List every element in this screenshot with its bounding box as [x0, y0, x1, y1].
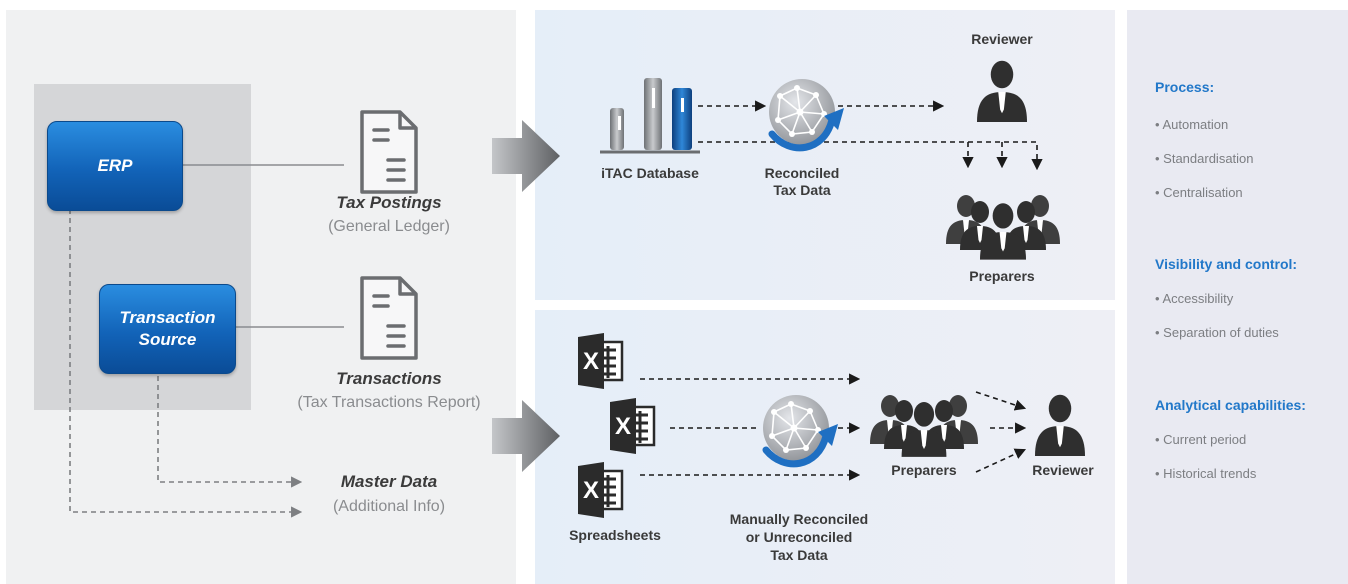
reconciled-label-line-1: Reconciled	[764, 165, 840, 181]
reconciled-globe-icon	[769, 79, 844, 148]
preparers-label: Preparers	[969, 268, 1035, 284]
transactions-subtitle: (Tax Transactions Report)	[297, 394, 481, 411]
benefits-panel	[1127, 10, 1348, 584]
reviewer-label: Reviewer	[971, 31, 1033, 47]
manual-reconciled-line-1: Manually Reconciled	[729, 511, 869, 527]
manual-reconciled-line-2: or Unreconciled	[745, 529, 853, 545]
preparers-to-reviewer-arrow-3	[975, 448, 1027, 473]
bottom-preparers-label: Preparers	[891, 462, 957, 478]
bottom-reviewer-label: Reviewer	[1032, 462, 1094, 478]
transaction-to-master-data-line	[157, 376, 303, 488]
benefit-item-centralisation: • Centralisation	[1155, 185, 1243, 200]
tax-postings-subtitle: (General Ledger)	[328, 218, 450, 235]
transaction-source-button[interactable]: Transaction Source	[99, 284, 236, 374]
erp-to-master-data-line	[69, 209, 303, 518]
benefit-item-automation: • Automation	[1155, 117, 1229, 132]
itac-database-icon	[600, 78, 700, 154]
master-data-subtitle: (Additional Info)	[332, 498, 446, 515]
spreadsheets-label: Spreadsheets	[569, 527, 661, 543]
benefit-item-standardisation: • Standardisation	[1155, 151, 1254, 166]
manual-reconciled-line-3: Tax Data	[770, 547, 828, 563]
manual-globe-icon	[763, 395, 838, 464]
analytical-heading: Analytical capabilities:	[1155, 397, 1306, 413]
bottom-flow-arrow	[492, 400, 560, 472]
erp-label: ERP	[97, 156, 133, 175]
spreadsheet-icon-1	[576, 331, 624, 391]
bottom-preparers-group-icon	[870, 395, 978, 457]
process-heading: Process:	[1155, 79, 1215, 95]
erp-button[interactable]: ERP	[47, 121, 183, 211]
benefit-item-separation: • Separation of duties	[1155, 325, 1279, 340]
spreadsheet-icon-2	[608, 396, 656, 456]
transactions-title: Transactions	[336, 369, 442, 388]
transactions-document-icon	[360, 276, 418, 360]
benefit-item-accessibility: • Accessibility	[1155, 291, 1234, 306]
tax-postings-document-icon	[360, 110, 418, 194]
master-data-title: Master Data	[340, 472, 438, 491]
reviewer-icon	[977, 60, 1027, 122]
preparers-to-reviewer-arrow-1	[975, 391, 1027, 411]
transaction-source-label: Transaction Source	[119, 308, 216, 349]
benefit-item-historical-trends: • Historical trends	[1155, 466, 1257, 481]
top-flow-arrow	[492, 120, 560, 192]
spreadsheet-icon-3	[576, 460, 624, 520]
bottom-reviewer-icon	[1035, 394, 1085, 456]
tax-postings-title: Tax Postings	[336, 193, 442, 212]
preparers-group-icon	[946, 195, 1060, 260]
visibility-heading: Visibility and control:	[1155, 256, 1298, 272]
benefit-item-current-period: • Current period	[1155, 432, 1247, 447]
reconciled-label-line-2: Tax Data	[773, 182, 831, 198]
itac-database-label: iTAC Database	[601, 165, 699, 181]
